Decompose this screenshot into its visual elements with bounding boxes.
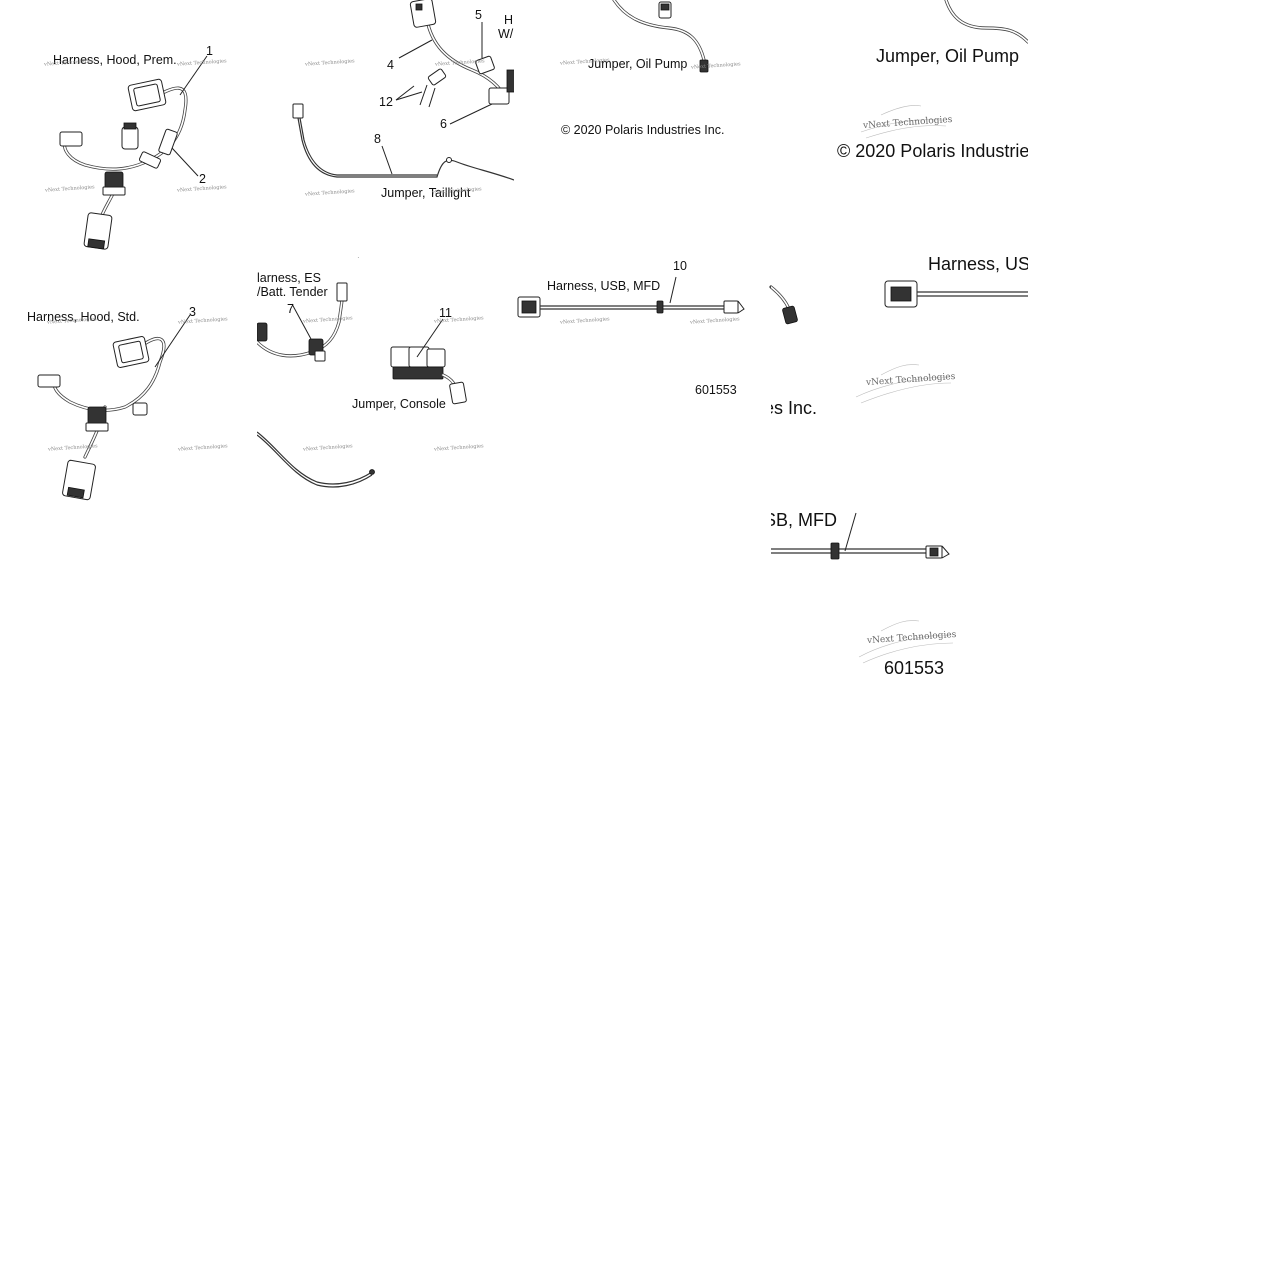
panel-hood-prem: Harness, Hood, Prem. 1 2 vNext Technolog… — [0, 0, 256, 256]
panel-hood-std: Harness, Hood, Std. 3 vNext Technologies… — [0, 257, 256, 513]
callout-8: 8 — [374, 132, 381, 146]
oil-pump-zoom-drawing — [860, 0, 1028, 139]
label-hood-std: Harness, Hood, Std. — [27, 310, 140, 324]
panel-taillight: 4 5 12 6 8 Jumper, Taillight H W/ vNext … — [257, 0, 514, 256]
taillight-jumper-drawing — [292, 0, 514, 181]
callout-2: 2 — [199, 172, 206, 186]
oil-pump-jumper-drawing — [612, 0, 709, 73]
callout-12: 12 — [379, 95, 393, 109]
panel-es-console: 9 larness, ES /Batt. Tender 7 11 Jumper,… — [257, 257, 514, 513]
label-harness-usb-large: Harness, US — [928, 257, 1028, 274]
callout-7: 7 — [287, 302, 294, 316]
label-jumper-console: Jumper, Console — [352, 397, 446, 411]
copyright: © 2020 Polaris Industries Inc. — [561, 123, 725, 137]
label-harness-usb-mfd: Harness, USB, MFD — [547, 279, 661, 293]
callout-1: 1 — [206, 44, 213, 58]
part-number-large: 601553 — [884, 658, 945, 678]
hood-std-harness-drawing — [37, 314, 191, 501]
zoom-usb-mfd: Harness, US es Inc. SB, MFD 601553 vNext… — [771, 257, 1028, 707]
hood-prem-harness-drawing — [59, 55, 208, 250]
copyright-large: © 2020 Polaris Industrie — [837, 141, 1028, 161]
label-jumper-oil-pump-large: Jumper, Oil Pump — [876, 46, 1020, 66]
part-number: 601553 — [695, 383, 737, 397]
usb-mfd-harness-drawing — [517, 276, 771, 318]
label-harness-es: larness, ES — [257, 271, 321, 285]
label-partial-w: W/ — [498, 27, 514, 41]
label-batt-tender: /Batt. Tender — [257, 285, 328, 299]
label-jumper-taillight: Jumper, Taillight — [381, 186, 471, 200]
label-usb-mfd-large: SB, MFD — [771, 510, 838, 530]
callout-10: 10 — [673, 259, 687, 273]
callout-4: 4 — [387, 58, 394, 72]
callout-11: 11 — [439, 306, 452, 320]
copyright-partial-large: es Inc. — [771, 398, 818, 418]
callout-5: 5 — [475, 8, 482, 22]
callout-3: 3 — [189, 305, 196, 319]
label-hood-prem: Harness, Hood, Prem. — [53, 53, 177, 67]
usb-mfd-zoom-drawing — [771, 280, 1028, 664]
label-partial-h: H — [504, 13, 514, 27]
callout-6: 6 — [440, 117, 447, 131]
panel-oil-pump: Jumper, Oil Pump © 2020 Polaris Industri… — [514, 0, 771, 256]
panel-usb-mfd: 10 Harness, USB, MFD 601553 vNext Techno… — [514, 257, 771, 513]
zoom-oil-pump: Jumper, Oil Pump © 2020 Polaris Industri… — [771, 0, 1028, 256]
label-jumper-oil-pump: Jumper, Oil Pump — [588, 57, 688, 71]
es-console-drawing — [257, 257, 467, 488]
